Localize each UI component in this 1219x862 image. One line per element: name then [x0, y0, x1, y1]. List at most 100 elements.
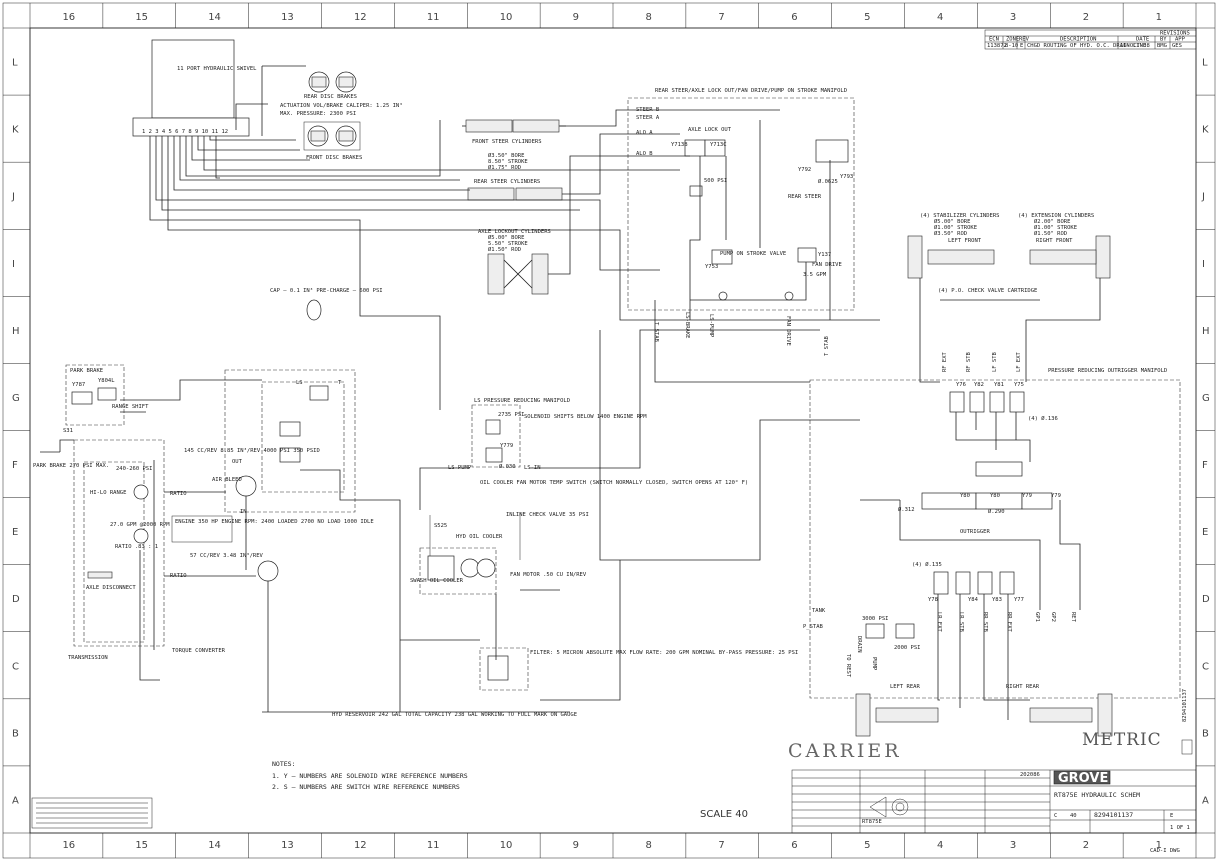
svg-text:RF EXT: RF EXT — [942, 351, 948, 372]
svg-text:(4) Ø.136: (4) Ø.136 — [1028, 415, 1058, 422]
zone-col-label: 8 — [645, 12, 651, 23]
zone-col-label: 16 — [62, 840, 75, 851]
svg-text:Ø.290: Ø.290 — [988, 508, 1005, 515]
svg-text:1. Y – NUMBERS ARE SOLENOID W: 1. Y – NUMBERS ARE SOLENOID WIRE REFEREN… — [272, 772, 468, 780]
svg-text:STEER A: STEER A — [636, 115, 660, 121]
front-steer-cylinders: FRONT STEER CYLINDERS Ø3.50" BORE 8.50" … — [462, 119, 566, 171]
zone-row-label: L — [1202, 58, 1208, 69]
svg-text:Ø1.00" STROKE: Ø1.00" STROKE — [1034, 224, 1077, 231]
svg-text:HYD OIL COOLER: HYD OIL COOLER — [456, 534, 503, 540]
svg-text:E: E — [1170, 813, 1173, 819]
svg-text:REV: REV — [1019, 37, 1030, 43]
zone-col-label: 9 — [573, 840, 579, 851]
svg-text:FAN MOTOR .50 CU IN/REV: FAN MOTOR .50 CU IN/REV — [510, 572, 587, 578]
zone-row-label: B — [12, 728, 19, 739]
svg-text:2735 PSI: 2735 PSI — [498, 412, 525, 418]
svg-text:T: T — [338, 380, 342, 386]
side-drawing-number: 8294101137 — [1182, 689, 1188, 722]
return-filter: FILTER: 5 MICRON ABSOLUTE MAX FLOW RATE:… — [479, 647, 798, 691]
svg-text:FRONT DISC BRAKES: FRONT DISC BRAKES — [306, 155, 362, 161]
zone-row-label: C — [12, 661, 19, 672]
svg-text:202086: 202086 — [1020, 772, 1040, 778]
svg-text:Y793: Y793 — [840, 174, 853, 180]
revisions-title: REVISIONS — [1160, 31, 1190, 37]
zone-col-label: 6 — [791, 840, 797, 851]
svg-text:Ø2.00" BORE: Ø2.00" BORE — [1034, 218, 1070, 225]
svg-text:LS-PUMP: LS-PUMP — [708, 314, 714, 338]
zone-col-label: 1 — [1156, 12, 1162, 23]
svg-text:TANK: TANK — [812, 608, 826, 614]
svg-text:RET: RET — [1070, 612, 1076, 623]
zone-row-label: C — [1202, 661, 1209, 672]
zone-col-label: 12 — [354, 840, 367, 851]
zone-col-label: 11 — [427, 12, 440, 23]
zone-col-label: 3 — [1010, 840, 1016, 851]
svg-text:DESCRIPTION: DESCRIPTION — [1060, 37, 1096, 43]
svg-text:5.50" STROKE: 5.50" STROKE — [488, 241, 528, 247]
zone-col-label: 15 — [135, 12, 148, 23]
svg-text:Y804L: Y804L — [98, 378, 115, 384]
metric-caption: METRIC — [1082, 730, 1162, 750]
svg-text:240-260 PSI: 240-260 PSI — [116, 466, 152, 472]
rear-steer-cylinders: REAR STEER CYLINDERS — [467, 179, 563, 201]
title-block: 202086 GROVE RT875E HYDRAULIC SCHEM RT87… — [791, 769, 1197, 834]
svg-text:Y80: Y80 — [960, 493, 970, 499]
svg-text:Ø1.50" ROD: Ø1.50" ROD — [488, 246, 521, 253]
svg-text:LEFT FRONT: LEFT FRONT — [948, 238, 982, 244]
svg-text:1 2 3 4 5 6 7 8 9 10 11 12: 1 2 3 4 5 6 7 8 9 10 11 12 — [142, 129, 228, 135]
svg-text:TO REST: TO REST — [845, 654, 851, 678]
park-brake-valve: PARK BRAKE Y787 Y804L RANGE SHIFT S31 PA… — [33, 364, 149, 469]
svg-text:FRONT STEER CYLINDERS: FRONT STEER CYLINDERS — [472, 139, 542, 145]
svg-text:Y137: Y137 — [818, 252, 831, 258]
zone-col-label: 13 — [281, 840, 294, 851]
svg-text:REAR STEER: REAR STEER — [788, 194, 822, 200]
svg-text:Ø1.50" ROD: Ø1.50" ROD — [1034, 230, 1067, 237]
svg-text:Y75: Y75 — [1014, 382, 1024, 388]
zone-col-label: 9 — [573, 12, 579, 23]
svg-text:Y753: Y753 — [705, 264, 718, 270]
svg-text:Y713C: Y713C — [710, 142, 727, 148]
svg-text:Y79: Y79 — [1051, 493, 1061, 499]
svg-text:Y77: Y77 — [1014, 597, 1024, 603]
svg-text:ALO A: ALO A — [636, 130, 653, 136]
zone-row-label: D — [12, 594, 20, 605]
zone-row-label: G — [1202, 393, 1210, 404]
zone-row-label: K — [1202, 125, 1209, 136]
svg-text:Ø1.00" STROKE: Ø1.00" STROKE — [934, 224, 977, 231]
svg-text:ENGINE 350 HP ENGINE RPM: 240: ENGINE 350 HP ENGINE RPM: 2400 LOADED 27… — [175, 519, 374, 525]
svg-text:Ø1.75" ROD: Ø1.75" ROD — [488, 164, 521, 171]
proprietary-notice — [31, 797, 153, 829]
ls-reducing-manifold: LS PRESSURE REDUCING MANIFOLD 2735 PSI Y… — [448, 398, 647, 471]
svg-text:ACTUATION VOL/BRAKE CALIPER: 1: ACTUATION VOL/BRAKE CALIPER: 1.25 IN³ — [280, 102, 403, 109]
front-disc-brakes: FRONT DISC BRAKES — [303, 121, 362, 161]
svg-text:Y76: Y76 — [956, 382, 966, 388]
svg-text:FAN DRIVE: FAN DRIVE — [812, 262, 842, 268]
svg-text:ZONE: ZONE — [1006, 37, 1019, 43]
svg-text:145 CC/REV 8.85 IN³/REV 4000 P: 145 CC/REV 8.85 IN³/REV 4000 PSI 350 PSI… — [184, 447, 320, 454]
svg-text:PARK BRAKE: PARK BRAKE — [70, 368, 103, 374]
svg-text:S31: S31 — [63, 428, 73, 434]
zone-row-label: B — [1202, 728, 1209, 739]
svg-text:Ø3.50" ROD: Ø3.50" ROD — [934, 230, 967, 237]
svg-text:AIR BLEED: AIR BLEED — [212, 477, 242, 483]
svg-text:Ø5.00" BORE: Ø5.00" BORE — [934, 218, 970, 225]
drawing-title: RT875E HYDRAULIC SCHEM — [1054, 791, 1140, 799]
svg-text:LF EXT: LF EXT — [1016, 351, 1022, 372]
svg-text:RF STB: RF STB — [966, 351, 972, 372]
svg-text:Y82: Y82 — [974, 382, 984, 388]
svg-text:113872: 113872 — [987, 43, 1007, 49]
svg-text:C: C — [1054, 813, 1057, 819]
zone-row-label: J — [1201, 192, 1205, 203]
svg-text:FAN DRIVE: FAN DRIVE — [785, 316, 791, 346]
zone-col-label: 4 — [937, 12, 943, 23]
zone-col-label: 2 — [1083, 12, 1089, 23]
zone-col-label: 2 — [1083, 840, 1089, 851]
drawing-number: 8294101137 — [1094, 811, 1133, 819]
notes: NOTES: 1. Y – NUMBERS ARE SOLENOID WIRE … — [272, 760, 468, 791]
svg-text:RATIO .83 : 1: RATIO .83 : 1 — [115, 544, 158, 550]
svg-text:P_STAB: P_STAB — [803, 624, 824, 630]
svg-text:CHGD ROUTING OF HYD. O.C. DRAI: CHGD ROUTING OF HYD. O.C. DRAIN LINE — [1027, 43, 1146, 49]
svg-text:APP: APP — [1175, 37, 1186, 43]
